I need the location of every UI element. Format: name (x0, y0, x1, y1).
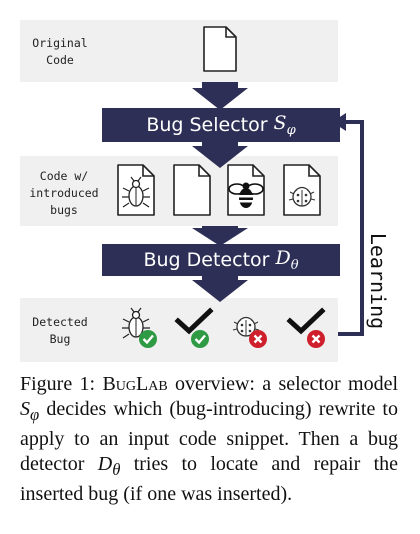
beetle-document-icon (117, 164, 155, 216)
ladybug-wrong-icon (232, 316, 267, 348)
detector-symbol: Dθ (275, 247, 299, 273)
original-code-label: Original Code (32, 36, 88, 67)
arrow-from-selector (192, 142, 248, 168)
arrow-to-detector (192, 226, 248, 246)
detected-bug-panel (20, 298, 338, 362)
check-icon (174, 307, 214, 348)
original-code-panel (20, 20, 338, 82)
arrow-from-detector (192, 274, 248, 302)
introduced-bugs-label: Code w/ introduced bugs (29, 169, 99, 217)
document-icon (203, 26, 237, 72)
detected-bug-label: Detected Bug (32, 315, 88, 346)
selector-symbol: Sφ (273, 112, 296, 138)
arrow-to-selector (192, 82, 248, 110)
cross-icon (286, 307, 326, 348)
learning-label: Learning (366, 232, 390, 330)
figure-name: BugLab (102, 373, 168, 395)
caption-detector-symbol: Dθ (97, 453, 121, 479)
caption-selector-symbol: Sφ (20, 398, 40, 424)
figure-caption: Figure 1: BugLab overview: a selector mo… (20, 373, 399, 505)
bee-icon (227, 164, 265, 216)
ladybug-document-icon (283, 164, 321, 216)
bug-selector-label: Bug Selector (146, 114, 268, 136)
figure-label: Figure 1: (20, 373, 96, 395)
bug-detector-label: Bug Detector (143, 249, 270, 271)
document-icon (173, 164, 211, 216)
beetle-correct-icon (122, 307, 157, 348)
